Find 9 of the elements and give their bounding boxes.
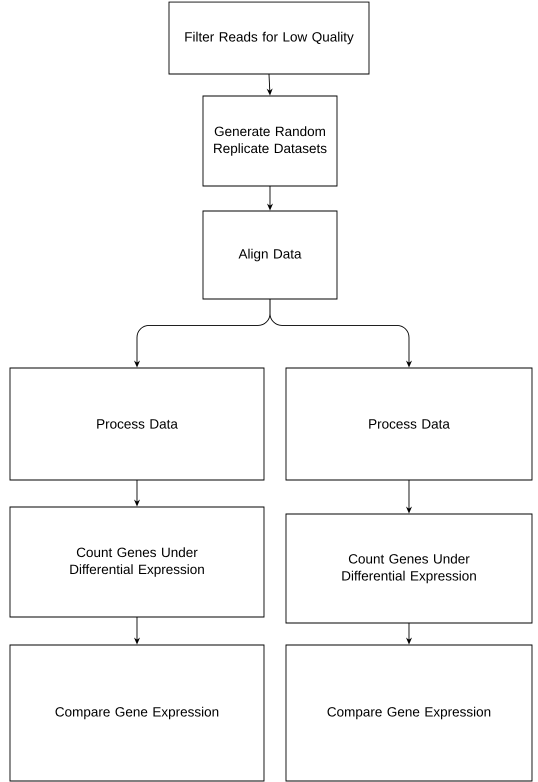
process-box: Count Genes Under Differential Expression [286,514,532,624]
process-box: Process Data [10,368,264,480]
process-box: Count Genes Under Differential Expression [10,506,264,618]
process-box: Compare Gene Expression [286,644,532,782]
process-box: Filter Reads for Low Quality [168,2,370,74]
process-box: Process Data [286,368,532,480]
process-box: Compare Gene Expression [10,644,264,782]
process-box: Generate Random Replicate Datasets [202,96,338,186]
process-box: Align Data [202,210,338,300]
